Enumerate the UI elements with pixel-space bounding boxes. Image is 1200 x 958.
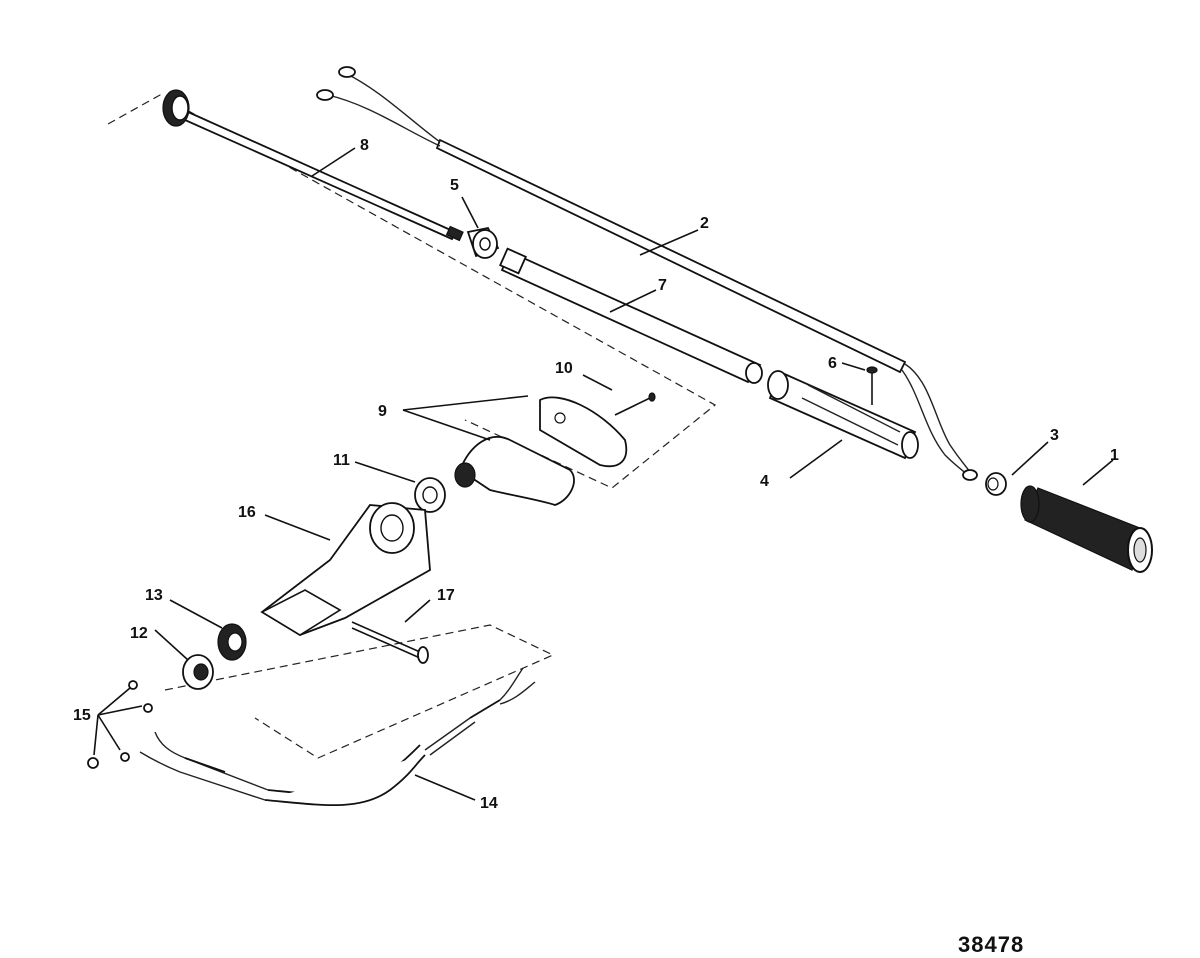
callout-5: 5 — [450, 177, 459, 194]
part-8-rod — [162, 89, 464, 242]
part-5-bushing — [466, 226, 500, 259]
callout-16: 16 — [238, 504, 256, 521]
callout-7: 7 — [658, 277, 667, 294]
callout-3: 3 — [1050, 427, 1059, 444]
part-17-bolt — [351, 621, 429, 664]
part-11-washer — [414, 477, 446, 513]
callout-17: 17 — [437, 587, 455, 604]
callout-10: 10 — [555, 360, 573, 377]
callout-14: 14 — [480, 795, 498, 812]
part-10-screw — [614, 392, 656, 416]
part-6-screw — [866, 366, 878, 405]
callout-8: 8 — [360, 137, 369, 154]
callout-1: 1 — [1110, 447, 1119, 464]
callout-2: 2 — [700, 215, 709, 232]
part-13-lockwasher — [217, 623, 247, 661]
callout-4: 4 — [760, 473, 769, 490]
callout-13: 13 — [145, 587, 163, 604]
assembly-guide-lower — [164, 624, 555, 759]
part-7-shaft — [499, 247, 763, 384]
part-16-bracket — [260, 502, 431, 636]
callout-11: 11 — [333, 452, 350, 469]
part-15-nuts — [87, 680, 153, 769]
figure-id: 38478 — [958, 932, 1025, 957]
leader-lines — [93, 147, 1114, 801]
part-2-conduit — [316, 66, 978, 481]
part-12-nut — [182, 654, 214, 690]
part-1-grip — [1020, 485, 1153, 573]
callout-6: 6 — [828, 355, 837, 372]
part-9-housing — [454, 396, 628, 506]
part-14-cable — [139, 667, 536, 807]
callout-9: 9 — [378, 403, 387, 420]
part-3-bushing — [985, 472, 1007, 496]
callout-15: 15 — [73, 707, 91, 724]
assembly-guide-upper — [107, 94, 717, 489]
callout-12: 12 — [130, 625, 148, 642]
part-4-sleeve — [767, 370, 919, 460]
